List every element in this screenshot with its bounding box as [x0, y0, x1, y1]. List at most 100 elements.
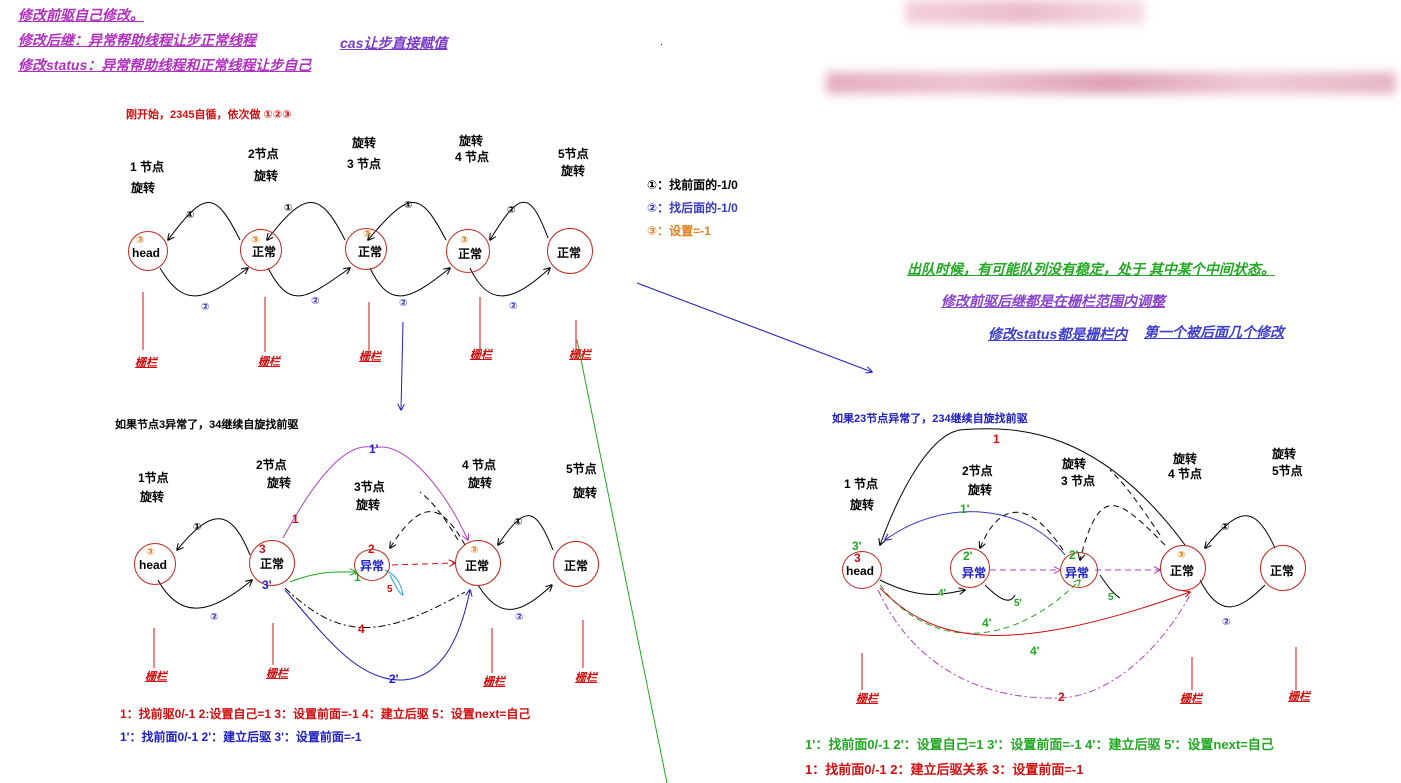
- d1-node-head-label: head: [132, 246, 161, 260]
- d3-node-2-label: 异常: [962, 566, 987, 580]
- d2-steps-blue: 1'：找前面0/-1 2'：建立后驱 3'：设置前面=-1: [120, 730, 362, 744]
- d3-mark-c2: ②: [1222, 617, 1231, 628]
- d1-mark-c1-b: ①: [284, 203, 293, 214]
- d3-label-n1: 1 节点: [844, 477, 879, 491]
- d3-node-head-label: head: [846, 564, 875, 578]
- d1-label-n3: 3 节点: [347, 157, 382, 171]
- d1-fence-1: 栅栏: [135, 357, 157, 369]
- d2-label-n4: 4 节点: [462, 458, 497, 472]
- d1-fence-2: 栅栏: [258, 356, 280, 368]
- d3-node-3-label: 异常: [1065, 566, 1090, 580]
- d2-mark-5: 5: [387, 584, 393, 595]
- d3-mark-2p-b: 2': [1069, 548, 1079, 562]
- d1-node-4: [446, 229, 490, 273]
- d2-mark-c2-b: ②: [515, 612, 524, 623]
- d2-steps-red: 1：找前驱0/-1 2:设置自己=1 3：设置前面=-1 4：建立后驱 5：设置…: [120, 707, 531, 721]
- d2-fences: [153, 620, 584, 673]
- d2-label-n5: 5节点: [566, 462, 597, 476]
- d2-fence-1: 栅栏: [145, 671, 167, 683]
- cas-note: cas让步直接赋值: [340, 35, 448, 51]
- d1-fence-5: 栅栏: [569, 349, 591, 361]
- right-arrow: [636, 282, 872, 372]
- d3-node-3: [1060, 552, 1098, 588]
- d2-label-n5-spin: 旋转: [573, 486, 598, 500]
- d3-mark-5p: 5': [1014, 598, 1022, 609]
- d1-mark-c2-d: ②: [509, 301, 518, 312]
- d1-mark-c3-n3: ③: [363, 229, 372, 240]
- d1-node-4-label: 正常: [458, 247, 483, 261]
- down-arrow: [401, 321, 403, 410]
- redacted-mid: [826, 72, 1396, 94]
- d2-mark-4: 4: [358, 622, 365, 636]
- d2-mark-c3-n4: ③: [470, 545, 479, 556]
- d1-node-2-label: 正常: [252, 245, 277, 259]
- d1-fence-3: 栅栏: [359, 351, 381, 363]
- d3-node-4: [1160, 545, 1206, 591]
- d3-note1: 出队时候，有可能队列没有稳定，处于 其中某个中间状态。: [907, 261, 1275, 277]
- d1-mark-c1-a: ①: [186, 210, 195, 221]
- d2-mark-1: 1: [292, 512, 299, 526]
- d2-node-head-label: head: [139, 558, 168, 572]
- d2-node-4-label: 正常: [465, 559, 490, 573]
- green-divider: [576, 339, 668, 783]
- d1-label-n4-spin: 旋转: [459, 134, 484, 148]
- d3-mark-4p-a: 4': [938, 588, 946, 599]
- d3-mark-3: 3: [854, 551, 861, 565]
- legend-item3: ③：设置=-1: [647, 224, 711, 238]
- d2-label-n4-spin: 旋转: [468, 476, 493, 490]
- d2-node-3: [354, 549, 390, 581]
- d3-label-n5: 5节点: [1272, 464, 1303, 478]
- d2-mark-3p: 3': [262, 578, 272, 592]
- d1-node-3: [345, 228, 387, 270]
- d3-mark-4p-b: 4': [982, 616, 992, 630]
- d1-node-head: [128, 231, 168, 271]
- d2-fence-4: 栅栏: [483, 676, 505, 688]
- d1-node-5: [547, 228, 593, 274]
- d1-label-n5: 5节点: [558, 147, 589, 161]
- legend-item2: ②：找后面的-1/0: [647, 201, 738, 215]
- d3-mark-2: 2: [1058, 690, 1065, 704]
- d3-label-n4: 4 节点: [1168, 467, 1203, 481]
- d3-node-head: [842, 551, 882, 589]
- d2-label-n3: 3节点: [354, 480, 385, 494]
- d2-mark-2p: 2': [389, 672, 399, 686]
- d3-fence-1: 栅栏: [856, 693, 878, 705]
- d2-node-2-label: 正常: [260, 557, 285, 571]
- d2-node-4: [455, 540, 501, 586]
- d2-mark-c1-n5: ①: [514, 517, 523, 528]
- d3-node-4-label: 正常: [1170, 564, 1195, 578]
- d3-mark-1p: 1': [960, 502, 970, 516]
- d2-title: 如果节点3异常了，34继续自旋找前驱: [115, 419, 299, 431]
- d2-label-n3-spin: 旋转: [356, 498, 381, 512]
- d3-label-n2: 2节点: [962, 464, 993, 478]
- redacted-top: [905, 0, 1145, 24]
- d3-title: 如果23节点异常了，234继续自旋找前驱: [832, 413, 1028, 425]
- d1-node-5-label: 正常: [557, 246, 582, 260]
- d3-label-n5-spin: 旋转: [1272, 447, 1297, 461]
- d3-mark-4p-c: 4': [1030, 644, 1040, 658]
- d3-mark-1: 1: [993, 432, 1000, 446]
- svg-text:.: .: [660, 37, 663, 48]
- d1-node-3-label: 正常: [358, 245, 383, 259]
- d1-label-n3-spin: 旋转: [352, 136, 377, 150]
- d1-label-n5-spin: 旋转: [561, 164, 586, 178]
- d1-mark-c1-c: ①: [404, 200, 413, 211]
- d3-note3b: 第一个被后面几个修改: [1144, 324, 1284, 340]
- d2-node-3-label: 异常: [360, 559, 385, 573]
- d3-mark-3p: 3': [852, 539, 862, 553]
- d2-node-2: [249, 540, 295, 586]
- d3-fence-4: 栅栏: [1180, 693, 1202, 705]
- d1-label-n4: 4 节点: [455, 150, 490, 164]
- d1-label-n1-spin: 旋转: [131, 181, 156, 195]
- d1-mark-c2-a: ②: [201, 302, 210, 313]
- d2-node-head: [134, 543, 176, 585]
- d3-label-n1-spin: 旋转: [850, 498, 875, 512]
- d3-node-2: [950, 548, 990, 588]
- d1-mark-c2-b: ②: [311, 296, 320, 307]
- d3-label-n4-spin: 旋转: [1173, 452, 1198, 466]
- d3-mark-c3: ③: [1177, 550, 1186, 561]
- legend-item1: ①：找前面的-1/0: [647, 178, 738, 192]
- d2-mark-c2-a: ②: [210, 612, 219, 623]
- d2-links: [157, 446, 554, 681]
